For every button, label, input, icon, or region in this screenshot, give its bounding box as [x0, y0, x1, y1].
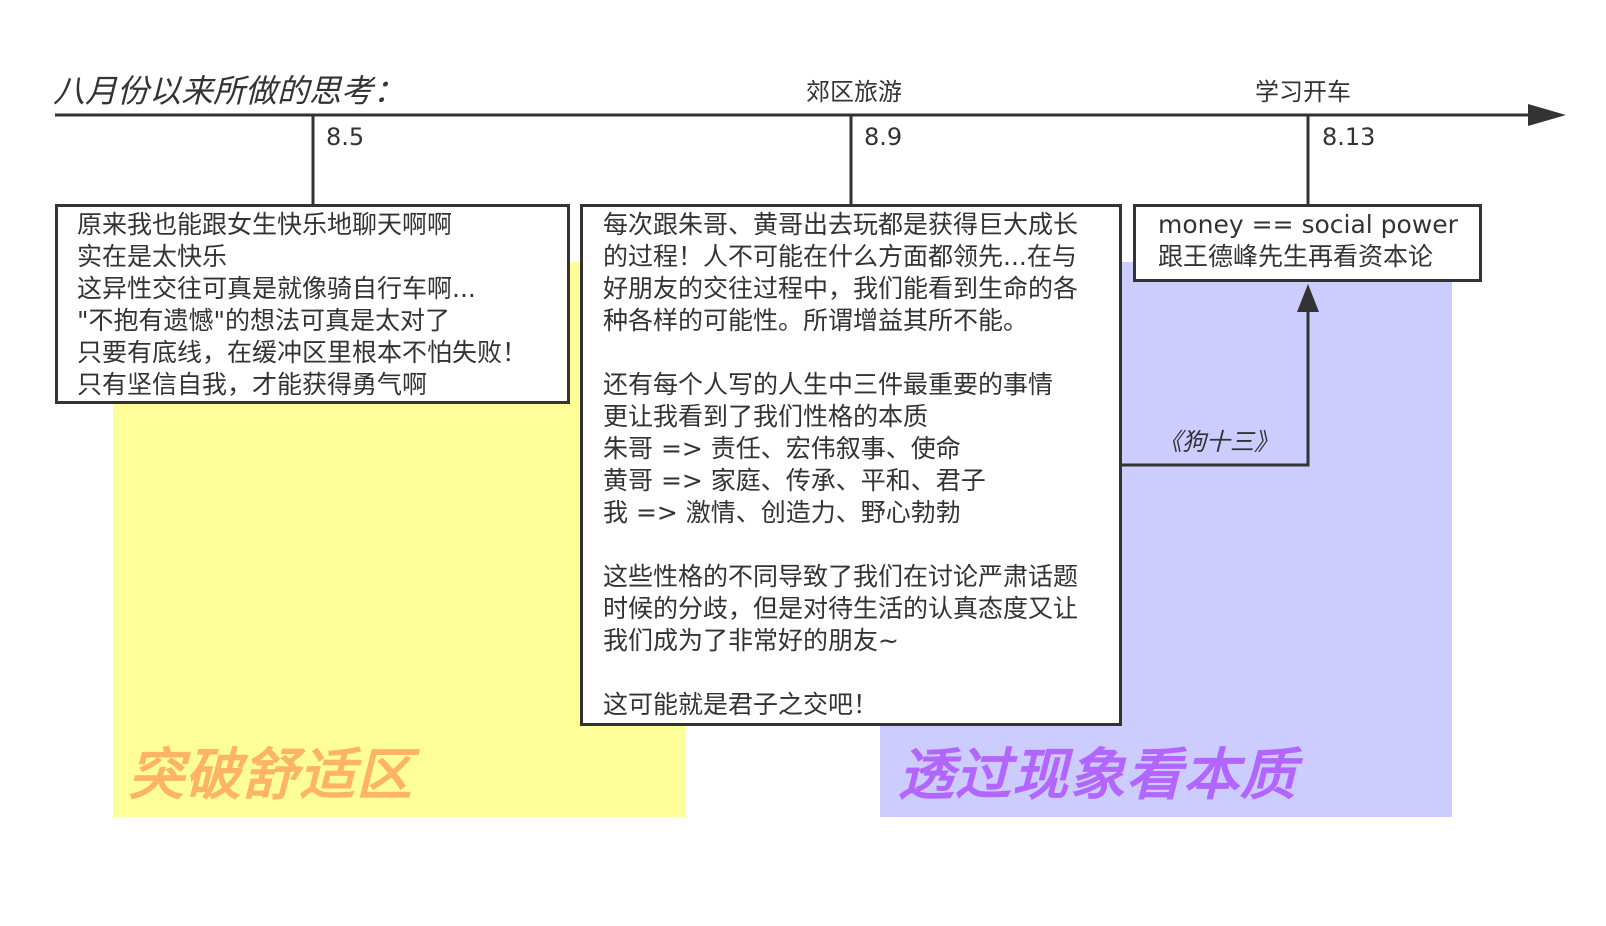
- note-gap: [603, 337, 1119, 369]
- note-line: 更让我看到了我们性格的本质: [603, 402, 929, 431]
- note-line: 黄哥 => 家庭、传承、平和、君子: [603, 466, 986, 495]
- note-line: 我 => 激情、创造力、野心勃勃: [603, 498, 961, 527]
- note-line: 的过程！人不可能在什么方面都领先...在与: [603, 242, 1077, 271]
- comfort-zone-label: 突破舒适区: [128, 743, 413, 808]
- note-box-8-5: 原来我也能跟女生快乐地聊天啊啊 实在是太快乐 这异性交往可真是就像骑自行车啊..…: [55, 204, 570, 404]
- note-line: 跟王德峰先生再看资本论: [1158, 242, 1434, 271]
- note-line: money == social power: [1158, 210, 1458, 239]
- note-line: 原来我也能跟女生快乐地聊天啊啊: [77, 210, 453, 239]
- note-gap: [603, 529, 1119, 561]
- note-line: 还有每个人写的人生中三件最重要的事情: [603, 370, 1054, 399]
- note-line: 只要有底线，在缓冲区里根本不怕失败！: [77, 338, 528, 367]
- note-line: 这些性格的不同导致了我们在讨论严肃话题: [603, 562, 1079, 591]
- note-line: 时候的分歧，但是对待生活的认真态度又让: [603, 594, 1079, 623]
- event-suburb-trip: 郊区旅游: [806, 78, 902, 106]
- note-line: 好朋友的交往过程中，我们能看到生命的各: [603, 274, 1079, 303]
- date-8-9: 8.9: [864, 123, 903, 151]
- box-link-arrowhead: [1297, 284, 1319, 312]
- page-title: 八月份以来所做的思考：: [53, 72, 406, 110]
- note-line: 种各样的可能性。所谓增益其所不能。: [603, 306, 1029, 335]
- box-link-arrow: [1122, 296, 1310, 467]
- note-line: 只有坚信自我，才能获得勇气啊: [77, 370, 428, 399]
- note-box-8-9: 每次跟朱哥、黄哥出去玩都是获得巨大成长 的过程！人不可能在什么方面都领先...在…: [580, 204, 1122, 726]
- link-label-dog-thirteen: 《狗十三》: [1158, 428, 1278, 456]
- date-8-13: 8.13: [1322, 123, 1376, 151]
- timeline-arrowhead: [1528, 104, 1566, 126]
- note-gap: [603, 657, 1119, 689]
- note-line: 朱哥 => 责任、宏伟叙事、使命: [603, 434, 961, 463]
- note-line: 我们成为了非常好的朋友~: [603, 626, 899, 655]
- event-learn-driving: 学习开车: [1255, 78, 1351, 106]
- note-line: 实在是太快乐: [77, 242, 228, 271]
- essence-label: 透过现象看本质: [898, 743, 1297, 808]
- note-line: 这可能就是君子之交吧！: [603, 690, 879, 719]
- note-box-8-13: money == social power 跟王德峰先生再看资本论: [1133, 204, 1482, 282]
- note-line: "不抱有遗憾"的想法可真是太对了: [77, 306, 450, 335]
- note-line: 这异性交往可真是就像骑自行车啊...: [77, 274, 476, 303]
- note-line: 每次跟朱哥、黄哥出去玩都是获得巨大成长: [603, 210, 1079, 239]
- date-8-5: 8.5: [326, 123, 365, 151]
